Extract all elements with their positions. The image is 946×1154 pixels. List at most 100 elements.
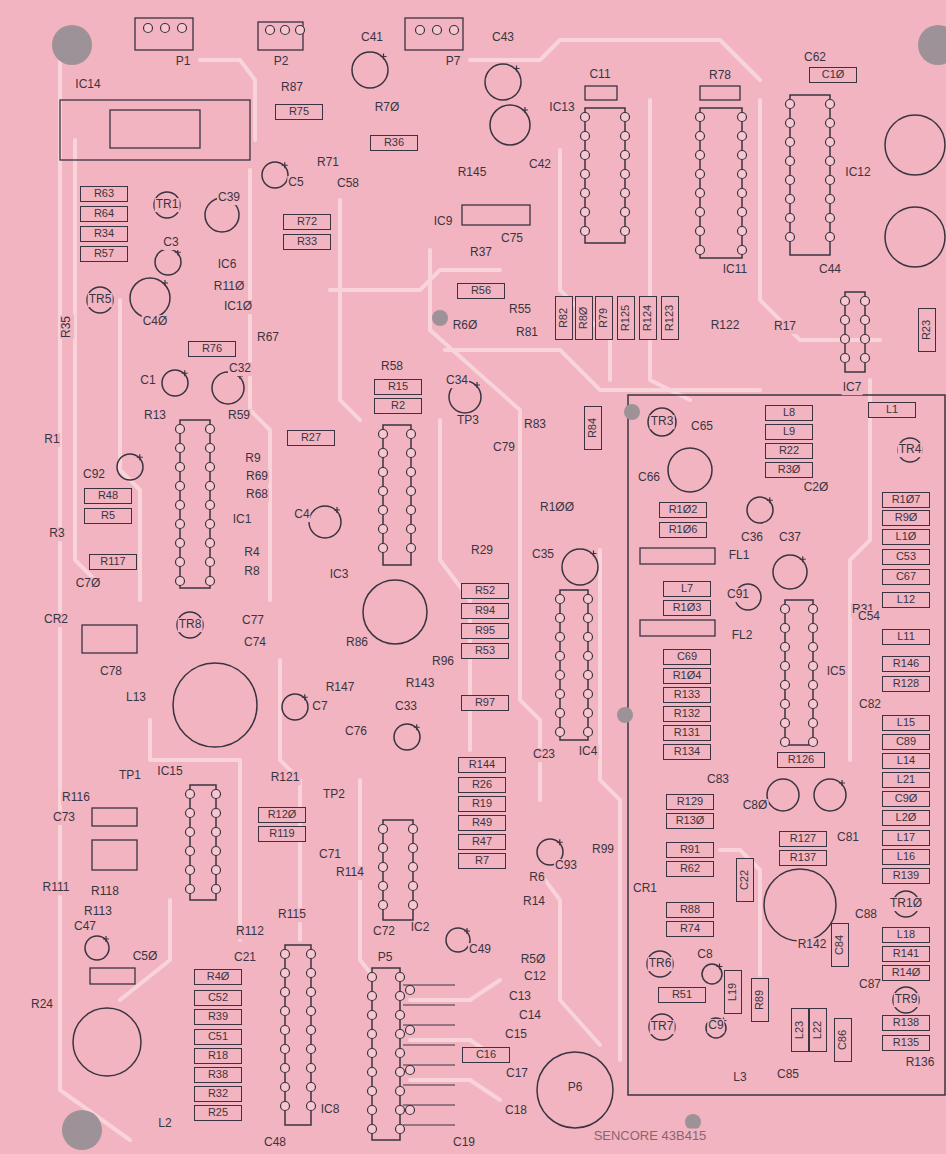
solder-pad xyxy=(186,809,195,818)
component-outline: R49 xyxy=(458,815,506,831)
solder-pad xyxy=(584,671,593,680)
part-label: L13 xyxy=(125,691,147,705)
solder-pad xyxy=(379,544,388,553)
component-body xyxy=(363,580,427,644)
part-label: R29 xyxy=(470,544,494,558)
part-label: TR8 xyxy=(178,618,203,632)
part-label: C54 xyxy=(857,610,881,624)
part-label: IC1Ø xyxy=(223,300,253,314)
part-label: CR1 xyxy=(632,882,658,896)
part-label: R1Ø7 xyxy=(892,493,921,506)
part-label: L18 xyxy=(897,928,915,941)
solder-pad xyxy=(379,901,388,910)
component-outline: R26 xyxy=(458,777,506,793)
solder-pad xyxy=(809,662,818,671)
part-label: C87 xyxy=(858,978,882,992)
part-label: R146 xyxy=(893,657,919,670)
component-body xyxy=(282,694,308,720)
solder-pad xyxy=(206,444,215,453)
part-label: R3 xyxy=(48,527,65,541)
solder-pad xyxy=(396,1030,405,1039)
part-label: R15 xyxy=(388,380,408,393)
polarity-mark xyxy=(514,66,520,72)
part-label: P1 xyxy=(175,55,192,69)
solder-pad xyxy=(696,208,705,217)
part-label: TR1Ø xyxy=(889,897,923,911)
part-label: IC14 xyxy=(74,78,101,92)
part-label: C77 xyxy=(241,614,265,628)
part-label: R131 xyxy=(674,726,700,739)
solder-pad xyxy=(176,520,185,529)
component-outline: R94 xyxy=(461,603,509,619)
part-label: C72 xyxy=(372,925,396,939)
solder-pad xyxy=(407,506,416,515)
solder-pad xyxy=(396,1087,405,1096)
part-label: C88 xyxy=(854,908,878,922)
part-label: R13Ø xyxy=(676,814,705,827)
part-label: R48 xyxy=(98,489,118,502)
part-label: R58 xyxy=(380,360,404,374)
solder-pad xyxy=(281,1026,290,1035)
solder-pad xyxy=(176,539,185,548)
solder-pad xyxy=(281,1045,290,1054)
solder-pad xyxy=(212,809,221,818)
solder-pad xyxy=(368,973,377,982)
part-label: L23 xyxy=(793,1021,806,1039)
solder-pad xyxy=(406,1106,415,1115)
component-outline: R135 xyxy=(882,1035,930,1051)
polarity-mark xyxy=(557,839,563,845)
component-outline: R8Ø xyxy=(575,296,593,340)
ic-outline xyxy=(585,108,625,243)
part-label: C4 xyxy=(293,508,310,522)
part-label: R11Ø xyxy=(213,280,245,294)
part-label: R4 xyxy=(243,546,260,560)
part-label: C5 xyxy=(287,176,304,190)
copper-trace xyxy=(760,100,880,340)
part-label: IC13 xyxy=(548,101,575,115)
part-label: R37 xyxy=(469,246,493,260)
component-outline: R131 xyxy=(663,725,711,741)
part-label: C15 xyxy=(504,1028,528,1042)
component-outline: R117 xyxy=(89,554,137,570)
solder-pad xyxy=(396,1106,405,1115)
solder-pad xyxy=(266,26,275,35)
solder-pad xyxy=(786,100,795,109)
solder-pad xyxy=(178,24,187,33)
part-label: C4Ø xyxy=(142,315,169,329)
solder-pad xyxy=(307,1064,316,1073)
part-label: C33 xyxy=(394,700,418,714)
component-outline: R127 xyxy=(779,831,827,847)
part-label: C58 xyxy=(336,177,360,191)
part-label: C78 xyxy=(99,665,123,679)
part-label: C81 xyxy=(836,831,860,845)
solder-pad xyxy=(281,950,290,959)
mounting-hole xyxy=(52,25,92,65)
solder-pad xyxy=(379,487,388,496)
component-outline: C86 xyxy=(834,1018,852,1062)
solder-pad xyxy=(581,113,590,122)
part-label: C9Ø xyxy=(895,792,918,805)
silk-line xyxy=(403,1005,455,1006)
solder-pad xyxy=(786,138,795,147)
part-label: C12 xyxy=(523,970,547,984)
part-label: R119 xyxy=(269,827,294,840)
part-label: L3 xyxy=(732,1071,747,1085)
part-label: R35 xyxy=(60,315,74,339)
polarity-mark xyxy=(381,54,387,60)
solder-pad xyxy=(861,335,870,344)
component-outline: R64 xyxy=(80,206,128,222)
solder-pad xyxy=(584,633,593,642)
part-label: R145 xyxy=(457,166,488,180)
component-outline: L16 xyxy=(882,849,930,865)
component-outline: R74 xyxy=(666,921,714,937)
solder-pad xyxy=(307,1026,316,1035)
component-outline: R7 xyxy=(458,853,506,869)
ic-outline xyxy=(700,108,742,258)
solder-pad xyxy=(307,988,316,997)
part-label: R9 xyxy=(244,452,261,466)
part-label: C3 xyxy=(162,236,179,250)
polarity-mark xyxy=(175,249,181,255)
solder-pad xyxy=(621,208,630,217)
part-label: R22 xyxy=(779,444,799,457)
solder-pad xyxy=(396,1011,405,1020)
